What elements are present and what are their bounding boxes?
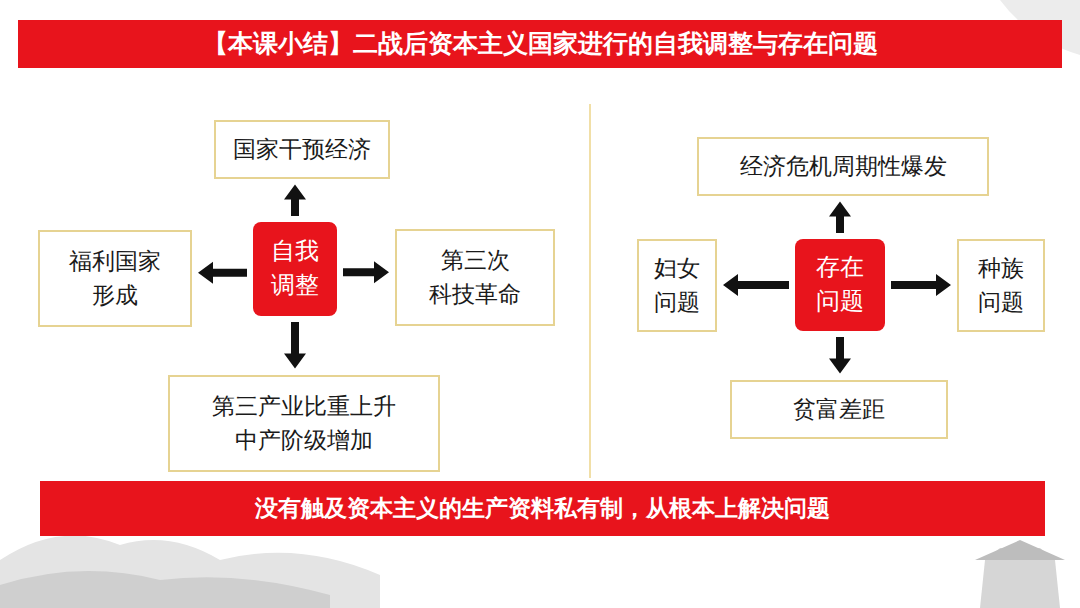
process-box: 第三次 科技革命 [395,229,555,326]
node-text: 妇女 问题 [653,251,702,320]
block-arrow [198,262,247,284]
process-box: 经济危机周期性爆发 [697,137,989,196]
node-text: 贫富差距 [793,392,885,427]
conclusion-band: 没有触及资本主义的生产资料私有制，从根本上解决问题 [40,481,1045,536]
ink-mountain [0,535,380,608]
divider-line [589,104,591,478]
block-arrow [284,185,306,217]
block-arrow [829,337,851,374]
block-arrow [829,202,851,234]
process-box: 妇女 问题 [637,239,717,332]
process-box: 第三产业比重上升 中产阶级增加 [168,375,440,472]
node-text: 经济危机周期性爆发 [740,149,947,184]
node-text: 没有触及资本主义的生产资料私有制，从根本上解决问题 [255,491,830,526]
node-text: 自我 调整 [270,235,321,302]
text-stack: 福利国家 形成 [68,244,163,313]
text-stack: 没有触及资本主义的生产资料私有制，从根本上解决问题 [255,491,830,526]
node-text: 种族 问题 [977,251,1026,320]
text-stack: 第三次 科技革命 [428,243,523,312]
node-text: 国家干预经济 [233,132,371,167]
text-stack: 自我 调整 [270,235,321,302]
block-arrow [891,274,951,296]
text-stack: 存在 问题 [815,251,866,318]
text-stack: 第三产业比重上升 中产阶级增加 [211,389,398,458]
pavilion-roof [975,540,1065,560]
center-box: 存在 问题 [795,239,885,331]
node-text: 第三次 科技革命 [428,243,523,312]
node-text: 第三产业比重上升 中产阶级增加 [211,389,398,458]
process-box: 种族 问题 [957,239,1045,332]
process-box: 贫富差距 [730,380,948,439]
text-stack: 种族 问题 [977,251,1026,320]
center-box: 自我 调整 [253,222,337,316]
title-text: 【本课小结】二战后资本主义国家进行的自我调整与存在问题 [203,25,878,63]
process-box: 福利国家 形成 [38,230,192,327]
text-stack: 国家干预经济 [233,132,371,167]
block-arrow [723,274,789,296]
text-stack: 经济危机周期性爆发 [740,149,947,184]
node-text: 福利国家 形成 [68,244,163,313]
text-stack: 妇女 问题 [653,251,702,320]
title-bar: 【本课小结】二战后资本主义国家进行的自我调整与存在问题 [18,20,1062,68]
ink-mountain [0,571,330,608]
block-arrow [284,322,306,369]
process-box: 国家干预经济 [214,120,390,179]
text-stack: 贫富差距 [793,392,885,427]
block-arrow [343,261,389,283]
node-text: 存在 问题 [815,251,866,318]
